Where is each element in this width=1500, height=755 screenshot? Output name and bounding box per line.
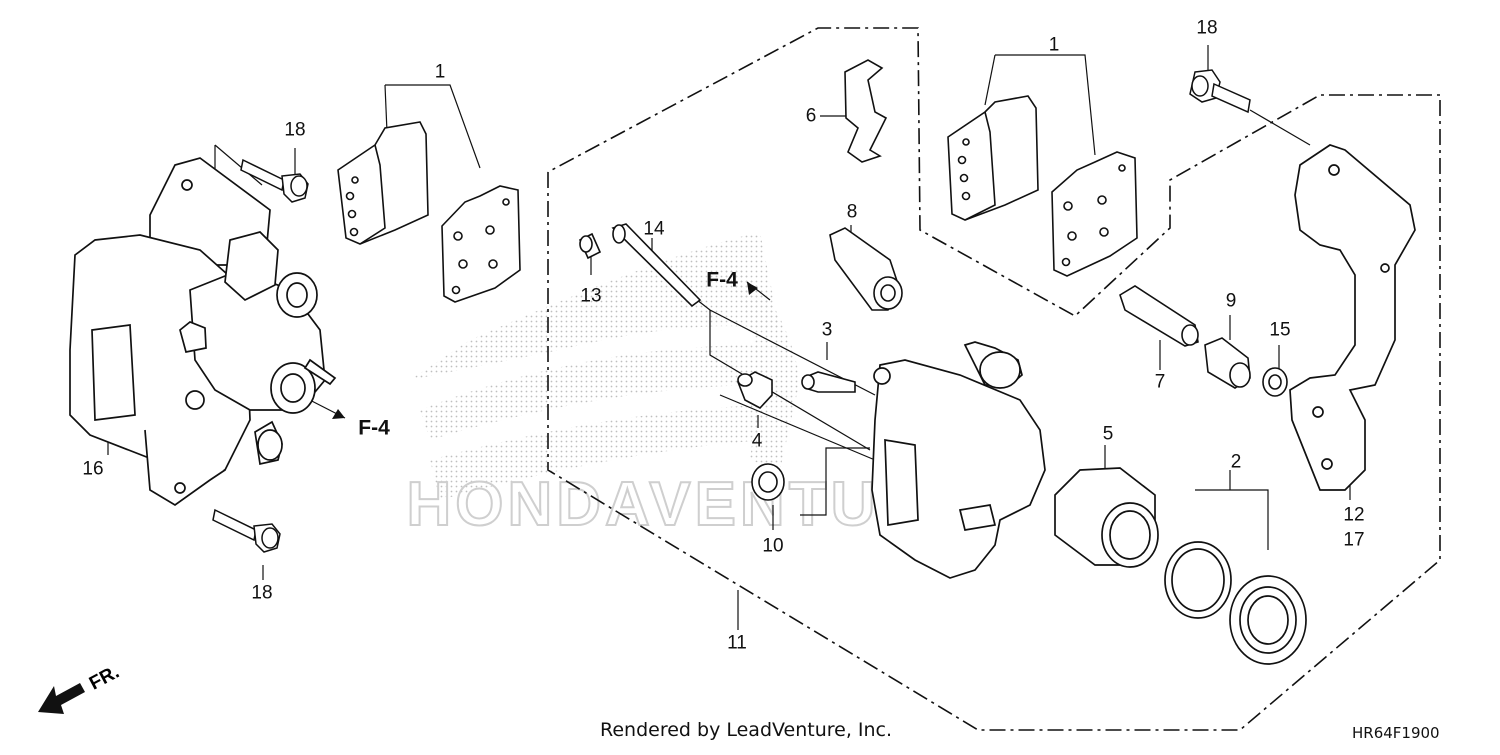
callout-8: 8 <box>846 201 858 223</box>
callout-1-right: 1 <box>1048 34 1060 56</box>
callout-17: 17 <box>1343 529 1365 551</box>
callout-10: 10 <box>762 535 784 557</box>
pad-spring-6 <box>844 59 888 163</box>
caliper-center-body <box>871 341 1046 579</box>
front-direction-arrow <box>38 683 85 714</box>
caliper-assembly-outline <box>547 27 1441 731</box>
bleeder-screw-3 <box>801 371 856 393</box>
brake-pad-left-front <box>337 121 429 245</box>
washer-15 <box>1262 367 1288 397</box>
callout-4: 4 <box>751 430 763 452</box>
caliper-bracket <box>1289 144 1416 491</box>
boot-9 <box>1204 337 1251 389</box>
callout-18-left-upper: 18 <box>284 119 306 141</box>
arrow-up-f4 <box>747 282 758 295</box>
pin-bolt-7 <box>1119 285 1199 347</box>
brake-pad-right-rear <box>1051 151 1138 277</box>
rendered-by-credit: Rendered by LeadVenture, Inc. <box>600 719 893 741</box>
dust-seal <box>1229 575 1307 665</box>
brake-pad-right-front <box>947 95 1039 221</box>
callout-7: 7 <box>1154 371 1166 393</box>
pin-boot-8 <box>829 227 903 311</box>
boot-10 <box>751 463 785 501</box>
callout-11: 11 <box>727 632 747 654</box>
callout-13: 13 <box>580 285 602 307</box>
callout-15: 15 <box>1269 319 1291 341</box>
callout-3: 3 <box>821 319 833 341</box>
callout-9: 9 <box>1225 290 1237 312</box>
bolt-left-upper <box>240 158 309 203</box>
pin-plug-13 <box>578 232 602 260</box>
brake-pad-left-rear <box>441 185 521 303</box>
piston-seal <box>1164 541 1232 619</box>
callout-5: 5 <box>1102 423 1114 445</box>
diagram-code: HR64F1900 <box>1352 724 1440 742</box>
pin-14 <box>611 223 702 308</box>
callout-1-left: 1 <box>434 61 446 83</box>
ref-f4-left: F-4 <box>358 416 390 440</box>
piston <box>1054 467 1159 568</box>
callout-18-left-lower: 18 <box>251 582 273 604</box>
ref-f4-center: F-4 <box>706 268 738 292</box>
watermark-wing-logo <box>410 232 800 500</box>
callout-6: 6 <box>805 105 817 127</box>
callout-2: 2 <box>1230 451 1242 473</box>
callout-12: 12 <box>1343 504 1365 526</box>
bolt-right <box>1189 69 1251 114</box>
callout-18-right: 18 <box>1196 17 1218 39</box>
callout-16: 16 <box>82 458 104 480</box>
arrow-right-f4 <box>332 409 345 419</box>
bleeder-cap-4 <box>737 371 773 409</box>
callout-14: 14 <box>643 218 665 240</box>
bolt-left-lower <box>212 508 281 553</box>
caliper-left-assembly <box>69 157 337 507</box>
